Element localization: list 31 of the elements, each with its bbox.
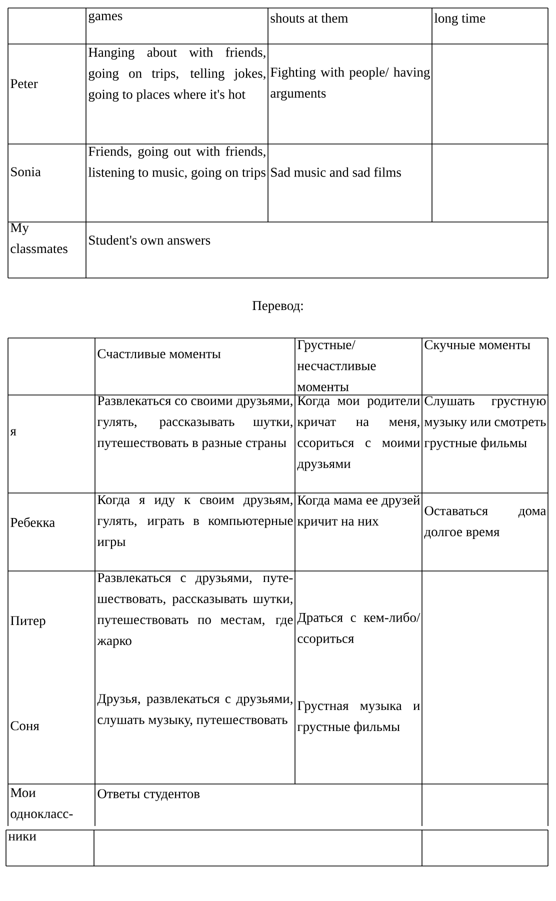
table-text: Когда мои родители кричат на меня, ссориться с моими друзьями <box>297 396 420 471</box>
table-text: Peter <box>10 79 38 88</box>
table-text: Друзья, развлекаться с друзьями, слушать музыку, путешествовать <box>97 694 292 727</box>
table-text: Student's own answers <box>89 235 210 245</box>
table-text: Sad music and sad films <box>271 167 401 177</box>
table-text: Развлекаться со своими друзьями, гулять, рассказывать шутки, путешествовать в разные страны <box>97 396 292 450</box>
table-text: Соня <box>10 721 40 730</box>
heading-text: Перевод: <box>252 301 303 313</box>
table-text: Драться с кем-либо/ ссориться <box>297 612 420 646</box>
table-text: Грустная музыка и грустные фильмы <box>297 701 420 734</box>
table-text: long time <box>434 13 486 26</box>
table-text: Скучные моменты <box>424 340 530 352</box>
table-text: Оставаться дома долгое время <box>424 506 546 540</box>
table-text: Когда мама ее друзей кричит на них <box>297 495 420 528</box>
table-text: Friends, going out with friends, listening to music, going on trips <box>88 146 266 180</box>
table-text: Sonia <box>11 167 41 176</box>
table-text: я <box>10 429 16 436</box>
table-text: Развлекаться с друзьями, путе-шествовать, рассказывать шутки, путешествовать по местам, где жарко <box>97 573 293 648</box>
table-text: Слушать грустную музыку или смотреть грустные фильмы <box>424 396 546 450</box>
table-text: ники <box>8 834 36 840</box>
table-text: Fighting with people/ having arguments <box>270 67 430 100</box>
table-text: Счастливые моменты <box>98 349 221 358</box>
table-text: Питер <box>10 616 46 628</box>
table-text: Hanging about with friends, going on trips, telling jokes, going to places where it's hot <box>88 47 266 102</box>
table-text: Ответы студентов <box>98 789 200 802</box>
table-text: games <box>88 13 122 24</box>
table-text: Когда я иду к своим друзьям, гулять, играть в компьютерные игры <box>97 495 293 549</box>
table-text: My classmates <box>10 223 68 254</box>
table-text: shouts at them <box>270 13 348 23</box>
table-text: Ребекка <box>10 517 55 527</box>
table-text: Грустные/ несчастливые моменты <box>297 340 376 392</box>
